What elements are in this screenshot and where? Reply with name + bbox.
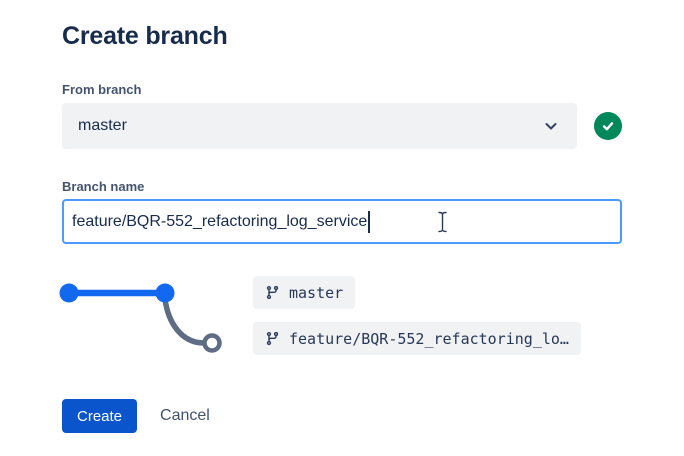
page-title: Create branch [62, 22, 228, 50]
from-branch-label: From branch [62, 82, 142, 97]
cancel-button[interactable]: Cancel [160, 407, 210, 424]
i-beam-cursor-icon [436, 210, 449, 239]
commit-node-branch-point [155, 283, 175, 303]
branch-curve [162, 296, 207, 346]
branch-diagram-section: master feature/BQR-552_refactoring_lo… [55, 270, 622, 362]
validation-success-badge [594, 112, 622, 140]
text-caret [368, 210, 370, 233]
create-button[interactable]: Create [62, 399, 138, 433]
from-branch-selected-value: master [78, 117, 127, 134]
commit-node-start [59, 283, 79, 303]
source-branch-name: master [289, 283, 344, 302]
branch-name-input-value: feature/BQR-552_refactoring_log_service [72, 212, 368, 230]
chevron-down-icon [543, 118, 559, 134]
branch-name-label: Branch name [62, 179, 145, 194]
new-branch-name: feature/BQR-552_refactoring_lo… [289, 329, 569, 348]
create-branch-form: From branch master Branch name feature/B… [59, 82, 622, 433]
branch-icon [265, 331, 280, 346]
branch-icon [265, 285, 280, 300]
source-branch-lozenge: master [253, 276, 356, 309]
branch-graph [59, 283, 222, 353]
new-branch-node [202, 333, 222, 353]
from-branch-select[interactable]: master [62, 103, 577, 149]
branch-name-input[interactable]: feature/BQR-552_refactoring_log_service [62, 199, 622, 244]
check-icon [600, 118, 616, 134]
new-branch-lozenge: feature/BQR-552_refactoring_lo… [253, 322, 581, 355]
